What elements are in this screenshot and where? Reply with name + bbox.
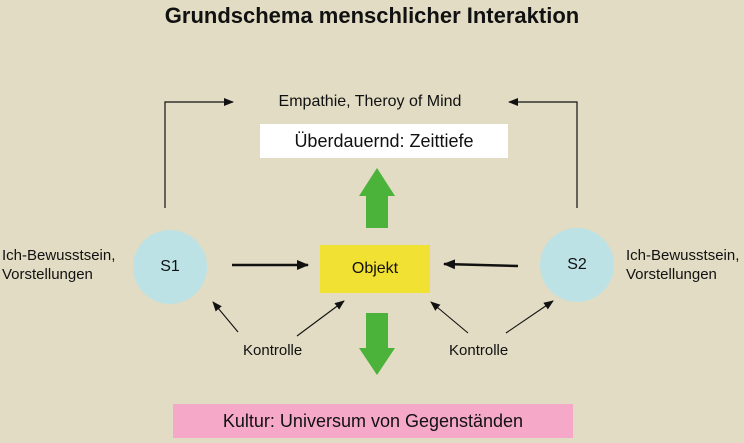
diagram-title: Grundschema menschlicher Interaktion [164, 3, 580, 28]
s2-to-empathy-arrow [508, 98, 578, 208]
control-left-to-object-arrow [296, 300, 345, 337]
culture-box: Kultur: Universum von Gegenständen [173, 404, 573, 438]
empathy-label: Empathie, Theroy of Mind [278, 93, 462, 110]
object-box: Objekt [320, 245, 430, 293]
control-label-right: Kontrolle [449, 342, 509, 359]
s1-to-empathy-arrow [164, 98, 234, 208]
subject-s1-node: S1 [133, 230, 207, 304]
self-awareness-left-line-2: Vorstellungen [2, 266, 93, 283]
subject-s2-node: S2 [540, 228, 614, 302]
self-awareness-left-line-1: Ich-Bewusstsein, [2, 247, 116, 264]
green-down-arrow [359, 313, 395, 375]
self-awareness-right-line-2: Vorstellungen [626, 266, 717, 283]
control-right-to-s2-arrow [505, 300, 554, 334]
control-label-left: Kontrolle [243, 342, 303, 359]
self-awareness-left: Ich-Bewusstsein, Vorstellungen [2, 246, 134, 284]
green-up-arrow [359, 168, 395, 228]
control-left-to-s1-arrow [212, 301, 239, 333]
self-awareness-right: Ich-Bewusstsein, Vorstellungen [626, 246, 744, 284]
self-awareness-right-line-1: Ich-Bewusstsein, [626, 247, 740, 264]
control-right-to-object-arrow [430, 301, 469, 334]
timedepth-box: Überdauernd: Zeittiefe [260, 124, 508, 158]
s2-to-object-arrow [443, 259, 519, 270]
